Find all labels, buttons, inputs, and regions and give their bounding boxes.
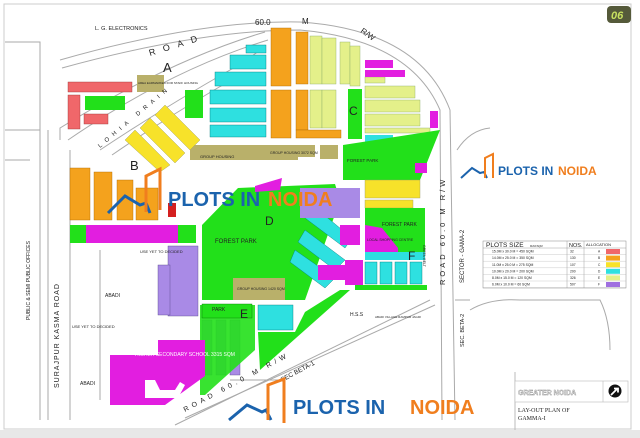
legend-color-swatch bbox=[606, 275, 620, 281]
sector-b-label: B bbox=[130, 158, 139, 173]
group-housing-3 bbox=[233, 278, 285, 300]
park-c bbox=[348, 89, 362, 139]
sec-beta2-label: SEC. BETA-2 bbox=[460, 314, 466, 347]
plots-e-c bbox=[309, 35, 431, 134]
abadi-village-label: ABADI VILLAGE RAMPUR JAGIR bbox=[375, 315, 422, 319]
road-lines bbox=[5, 21, 611, 426]
legend-row-nos: 326 bbox=[570, 276, 576, 280]
sector-e-label: E bbox=[240, 307, 248, 321]
plots-a bbox=[67, 75, 164, 130]
legend-row-allocation: F bbox=[598, 283, 600, 287]
green-belt-label: GREEN BELT bbox=[422, 245, 426, 268]
plot-size-legend: PLOTS SIZE MxM=SQM NOS. ALLOCATION 15.0M… bbox=[482, 240, 627, 289]
plots-b-top bbox=[270, 27, 342, 139]
legend-color-swatch bbox=[606, 268, 620, 274]
legend-row-nos: 107 bbox=[570, 263, 576, 267]
local-shopping-centre bbox=[365, 225, 398, 252]
forest-park-f-label: FOREST PARK bbox=[382, 222, 417, 228]
commercial-strip bbox=[70, 225, 195, 243]
legend-row-allocation: A bbox=[598, 250, 601, 254]
legend-row-nos: 507 bbox=[570, 283, 576, 287]
legend-header-nos: NOS. bbox=[569, 243, 583, 249]
watermark-plots-in: PLOTS IN bbox=[293, 397, 385, 419]
left-road-label: SURAJPUR KASMA ROAD bbox=[54, 283, 61, 388]
legend-row-size: 6.0M x 10.0 M = 60 SQM bbox=[492, 283, 530, 287]
staff-housing-label: AREA EARMARKED FOR STAFF HOUSING bbox=[138, 81, 199, 85]
plan-title-line2: GAMMA-I bbox=[518, 416, 546, 422]
watermark-plots-in: PLOTS IN bbox=[498, 164, 553, 178]
sector-d-label: D bbox=[265, 214, 274, 228]
group-housing-3-label: GROUP HOUSING 1420 SQM bbox=[237, 287, 285, 291]
sector-gama2-label: SECTOR - GAMA-2 bbox=[460, 229, 466, 283]
legend-row-size: 15.0M x 30.0 M = 450 SQM bbox=[492, 250, 534, 254]
forest-park-c-label: FOREST PARK bbox=[347, 158, 378, 163]
park-e-label: PARK bbox=[212, 307, 226, 313]
public-offices-label: PUBLIC & SEMI PUBLIC OFFICES bbox=[26, 240, 32, 320]
watermark-center: PLOTS IN NOIDA bbox=[106, 166, 332, 215]
legend-row-size: 11.0M x 25.0 M = 275 SQM bbox=[492, 263, 533, 267]
use-yet-2-label: USE YET TO DECIDED bbox=[72, 324, 115, 329]
plan-title-line1: LAY-OUT PLAN OF bbox=[518, 408, 570, 414]
sheet-badge bbox=[607, 6, 631, 23]
title-block: GREATER NOIDA LAY-OUT PLAN OF GAMMA-I bbox=[514, 372, 629, 430]
legend-row-size: 14.0M x 25.0 M = 350 SQM bbox=[492, 256, 534, 260]
legend-row-nos: 130 bbox=[570, 256, 576, 260]
plots-d-top bbox=[209, 44, 267, 138]
park-e bbox=[201, 303, 253, 319]
school-label: HIGHER SECONDARY SCHOOL 3315 SQM bbox=[135, 352, 235, 358]
legend-row-size: 8.0M x 15.0 M = 120 SQM bbox=[492, 276, 532, 280]
use-yet-1-label: USE YET TO DECIDED bbox=[140, 249, 183, 254]
legend-row-nos: 32 bbox=[570, 250, 574, 254]
authority-name: GREATER NOIDA bbox=[518, 390, 576, 397]
watermark-noida: NOIDA bbox=[410, 397, 474, 419]
sector-f-label: F bbox=[408, 249, 415, 263]
legend-color-swatch bbox=[606, 282, 620, 287]
legend-color-swatch bbox=[606, 255, 620, 261]
group-housing-1-label: GROUP HOUSING bbox=[200, 154, 234, 159]
legend-row-nos: 200 bbox=[570, 269, 576, 273]
legend-header-allocation: ALLOCATION bbox=[586, 242, 611, 247]
top-road-m: M bbox=[302, 17, 309, 26]
sheet-number: 06 bbox=[611, 10, 624, 22]
abadi-2-label: ABADI bbox=[80, 381, 95, 387]
abadi-1-label: ABADI bbox=[105, 293, 120, 299]
legend-row-size: 10.0M x 20.0 M = 200 SQM bbox=[492, 269, 534, 273]
watermark-plots-in: PLOTS IN bbox=[168, 189, 260, 211]
sector-c-label: C bbox=[349, 104, 358, 118]
legend-header-unit: MxM=SQM bbox=[530, 245, 543, 248]
watermark-noida: NOIDA bbox=[558, 164, 597, 178]
legend-color-swatch bbox=[606, 249, 620, 254]
hss-label: H.S.S bbox=[350, 312, 364, 318]
top-road-width: 60.0 bbox=[255, 18, 271, 27]
legend-row-allocation: E bbox=[598, 276, 600, 280]
watermark-noida: NOIDA bbox=[268, 189, 332, 211]
forest-park-d-label: FOREST PARK bbox=[215, 239, 257, 245]
plots-c-diagonal bbox=[124, 104, 201, 173]
right-road-label: ROAD 60.0 M R/W bbox=[438, 177, 447, 285]
legend-row-allocation: B bbox=[598, 256, 600, 260]
legend-header-size: PLOTS SIZE bbox=[486, 242, 524, 249]
legend-row-allocation: C bbox=[598, 263, 601, 267]
watermark-right: PLOTS IN NOIDA bbox=[460, 152, 597, 179]
legend-color-swatch bbox=[606, 262, 620, 268]
map-frame bbox=[3, 3, 632, 430]
sector-a-label: A bbox=[163, 60, 172, 75]
watermark-bottom: PLOTS IN NOIDA bbox=[228, 376, 474, 423]
legend-row-allocation: D bbox=[598, 269, 601, 273]
shopping-centre-label: LOCAL SHOPPING CENTRE bbox=[367, 238, 414, 242]
lg-electronics-label: L. G. ELECTRONICS bbox=[95, 26, 148, 32]
group-housing-2-label: GROUP HOUSING 3072 SQM bbox=[270, 151, 318, 155]
